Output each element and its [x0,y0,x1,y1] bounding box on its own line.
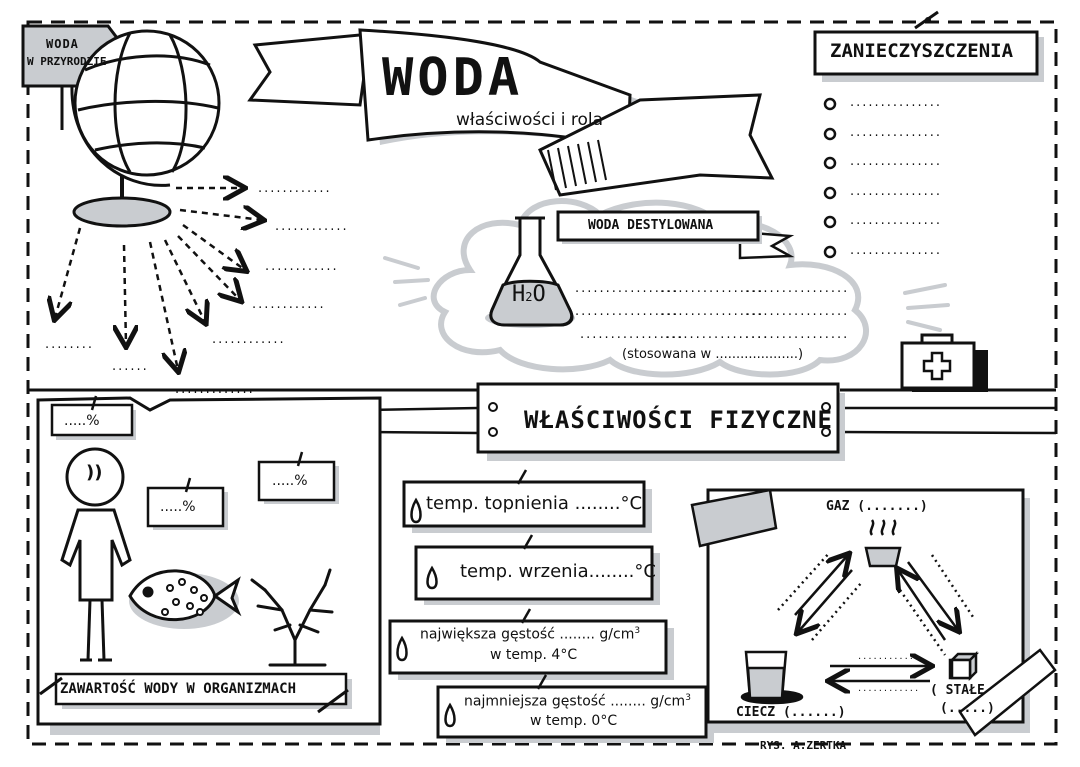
globe-icon [70,29,221,228]
title-banner [247,28,775,197]
person-icon [60,447,132,662]
state-gas: GAZ (.......) [826,499,928,514]
author-signature: RYS. A.ZERTKA [760,739,847,752]
state-arrow-blank-1: ............ [858,651,921,662]
globe-blank-2: ............ [275,219,349,234]
fish-icon [128,569,242,629]
shine-lines [383,256,950,332]
pollution-blank-1: ............... [850,95,942,110]
flask-sub: 2 [525,290,533,304]
person-face: )) [86,462,103,483]
globe-blank-4: ............ [252,297,326,312]
distilled-blank-6: ................. [745,304,850,319]
min-density-line1: najmniejsza gęstość ........ g/cm3 [464,694,691,709]
flask-o: O [532,282,546,307]
melting-point: temp. topnienia ........°C [426,493,643,514]
min-density-line2: w temp. 0°C [530,713,618,729]
sign-line2: W PRZYRODZIE [27,55,107,68]
min-density-exp: 3 [685,693,691,703]
organism-pct-3: .....% [272,473,308,489]
distilled-blank-5: ................. [660,304,765,319]
distilled-label: WODA DESTYLOWANA [588,218,714,233]
pot-icon [864,519,902,568]
state-arrow-blank-2: ............ [858,683,921,694]
organism-pct-2: .....% [160,499,196,515]
globe-blank-1: ............ [258,181,332,196]
pollution-blank-4: ............... [850,184,942,199]
organism-pct-1: .....% [64,413,100,429]
boiling-point: temp. wrzenia........°C [460,561,656,582]
organisms-label: ZAWARTOŚĆ WODY W ORGANIZMACH [60,681,297,697]
ice-cube-icon [948,650,980,682]
distilled-blank-4: ................. [575,304,680,319]
flask-icon [485,216,575,328]
distilled-blank-8: ................. [665,327,770,342]
globe-blank-8: ...... [112,359,149,374]
sign-line1: WODA [46,37,79,51]
drop-icons [396,497,456,728]
pollution-blank-3: ............... [850,154,942,169]
distilled-blank-9: ................. [745,327,850,342]
pollution-blank-5: ............... [850,213,942,228]
max-density-line1: największa gęstość ........ g/cm3 [420,627,640,642]
pollution-title: ZANIECZYSZCZENIA [830,40,1014,62]
max-density-text: największa gęstość ........ g/cm [420,626,635,643]
coral-icon [250,568,334,667]
globe-arrows [55,188,262,370]
globe-blank-5: ............ [212,332,286,347]
physical-title-box [476,382,845,461]
state-liquid: CIECZ (......) [736,705,846,720]
state-arrows [777,552,977,681]
organisms-label-box [39,672,352,714]
first-aid-kit-icon [900,333,988,392]
page-title: WODA [382,48,524,108]
globe-blank-3: ............ [265,259,339,274]
max-density-line2: w temp. 4°C [490,647,578,663]
page-subtitle: właściwości i rola [456,110,603,130]
physical-title: WŁAŚCIWOŚCI FIZYCZNE [524,406,833,434]
pollution-bullets [823,97,837,259]
state-solid-1: ( STAŁE [930,683,985,698]
flask-formula: H2O [512,284,546,306]
distilled-blank-2: ................. [660,281,765,296]
pollution-title-box [813,10,1044,82]
distilled-usage: (stosowana w ....................) [622,347,804,362]
pollution-blank-2: ............... [850,125,942,140]
flask-h: H [512,282,526,307]
globe-blank-7: ........ [45,337,95,352]
min-density-text: najmniejsza gęstość ........ g/cm [464,693,686,710]
globe-blank-9: ............. [175,382,255,397]
pollution-blank-6: ............... [850,243,942,258]
distilled-blank-1: ................. [575,281,680,296]
distilled-blank-7: ................. [580,327,685,342]
dashed-border [26,20,1058,746]
state-solid-2: (.....) [940,701,995,716]
max-density-exp: 3 [634,626,641,636]
glass-icon [740,650,804,705]
distilled-blank-3: ................. [745,281,850,296]
property-boxes [388,469,714,743]
distilled-label-box [556,210,795,260]
